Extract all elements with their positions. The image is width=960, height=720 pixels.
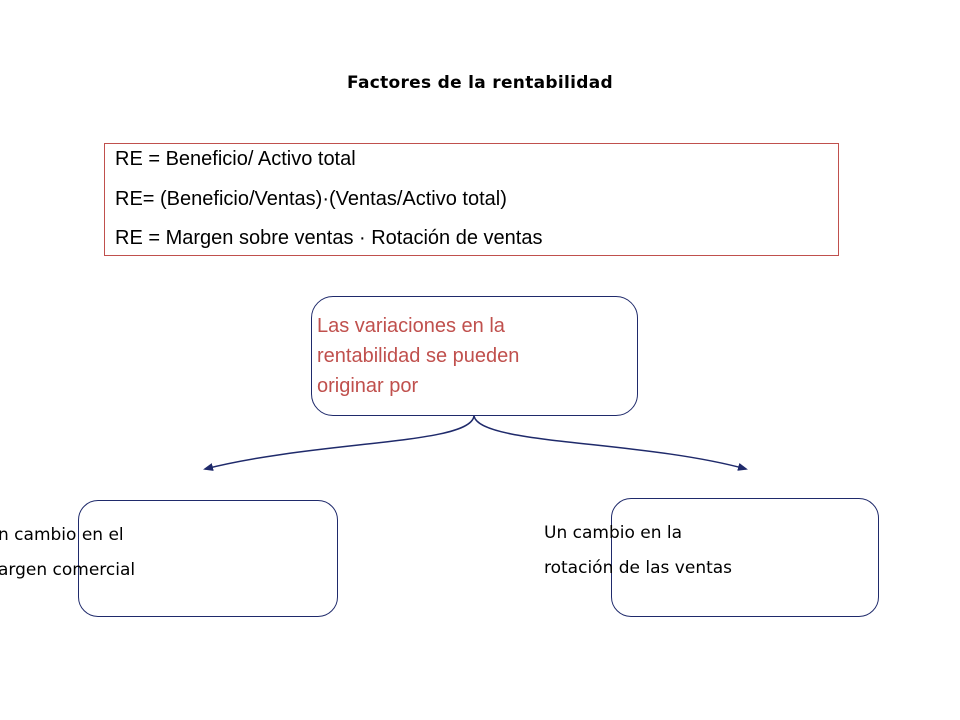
formula-line-1: RE = Beneficio/ Activo total [115,148,356,170]
formula-box: RE = Beneficio/ Activo total RE= (Benefi… [104,143,839,256]
center-node-text: Las variaciones en la rentabilidad se pu… [317,311,519,401]
formula-line-3: RE = Margen sobre ventas · Rotación de v… [115,227,543,249]
formula-line-2: RE= (Beneficio/Ventas)·(Ventas/Activo to… [115,188,507,210]
right-leaf-line-1: Un cambio en la [544,523,683,543]
right-leaf-node [611,498,879,617]
right-leaf-line-2: rotación de las ventas [544,558,733,578]
slide-title: Factores de la rentabilidad [347,73,613,93]
left-leaf-node [78,500,338,617]
left-leaf-line-2: argen comercial [0,560,136,580]
right-leaf-text: Un cambio en la rotación de las ventas [544,516,732,586]
left-leaf-text: n cambio en el argen comercial [0,518,135,588]
connector-left [203,415,475,471]
center-line-2: rentabilidad se pueden [317,345,520,367]
connector-right [473,415,748,471]
center-line-1: Las variaciones en la [317,315,505,337]
left-leaf-line-1: n cambio en el [0,525,124,545]
center-line-3: originar por [317,375,419,397]
center-node: Las variaciones en la rentabilidad se pu… [311,296,638,416]
